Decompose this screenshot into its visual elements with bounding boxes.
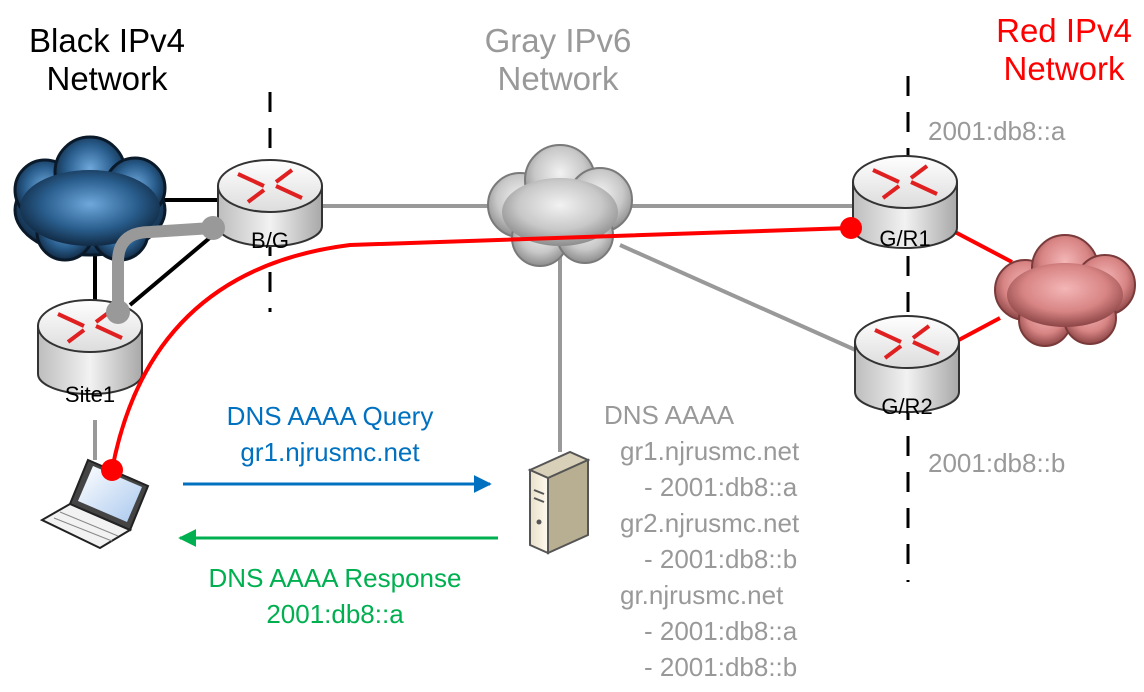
router-gr1[interactable]: G/R1 [852,155,958,251]
dns-record-name: gr.njrusmc.net [620,580,784,610]
dns-record-name: gr2.njrusmc.net [620,508,800,538]
router-arrows-icon [872,164,938,200]
router-arrows-icon [874,324,940,360]
black-network-title-line1: Black IPv4 [29,22,185,59]
dns-record-value: - 2001:db8::a [644,472,798,502]
red-tunnel-endpoint-laptop [101,459,123,481]
red-network-cloud [994,234,1136,347]
dns-record-header: DNS AAAA [604,400,735,430]
gray-network-cloud [487,144,633,267]
link-graycloud-gr2 [619,243,861,354]
black-network-title: Black IPv4 Network [14,22,200,98]
gray-tunnel-endpoint-site1 [106,300,130,324]
dns-response-message: DNS AAAA Response 2001:db8::a [170,560,500,632]
router-bg-label: B/G [251,228,289,253]
gray-network-title-line1: Gray IPv6 [484,22,632,59]
black-network-title-line2: Network [46,60,168,97]
router-site1-label: Site1 [65,382,115,407]
dns-query-line1: DNS AAAA Query [226,401,434,431]
gray-network-title: Gray IPv6 Network [470,22,646,98]
red-tunnel-endpoint-gr1 [840,217,862,239]
red-tunnel-path [110,226,851,471]
laptop-icon[interactable] [39,458,150,550]
dns-record-value: - 2001:db8::a [644,616,798,646]
red-network-title-line1: Red IPv4 [996,12,1132,49]
gr2-address: 2001:db8::b [928,448,1066,478]
router-gr1-label: G/R1 [879,226,930,251]
router-bg[interactable]: B/G [217,159,323,253]
red-network-title: Red IPv4 Network [984,12,1144,88]
dns-query-message: DNS AAAA Query gr1.njrusmc.net [180,398,480,470]
gray-network-title-line2: Network [497,60,619,97]
router-arrows-icon [57,308,123,344]
red-network-title-line2: Network [1003,50,1125,87]
dns-record-value: - 2001:db8::b [644,544,798,574]
dns-response-line1: DNS AAAA Response [208,563,462,593]
dns-server-icon[interactable] [527,450,591,555]
gray-tunnel-endpoint-bg [201,216,225,240]
dns-query-line2: gr1.njrusmc.net [240,437,420,467]
dns-record-name: gr1.njrusmc.net [620,436,800,466]
dns-record-value: - 2001:db8::b [644,652,798,682]
link-gr2-redcloud [954,316,1001,344]
router-arrows-icon [237,168,303,204]
dns-records-list: DNS AAAA gr1.njrusmc.net - 2001:db8::a g… [600,397,840,685]
router-gr2[interactable]: G/R2 [854,315,960,419]
dns-response-line2: 2001:db8::a [266,599,404,629]
gr1-address: 2001:db8::a [928,116,1066,146]
black-network-cloud [13,135,167,262]
gray-tunnel-path [112,222,218,316]
link-gr1-redcloud [954,230,1013,264]
router-gr2-label: G/R2 [881,394,932,419]
